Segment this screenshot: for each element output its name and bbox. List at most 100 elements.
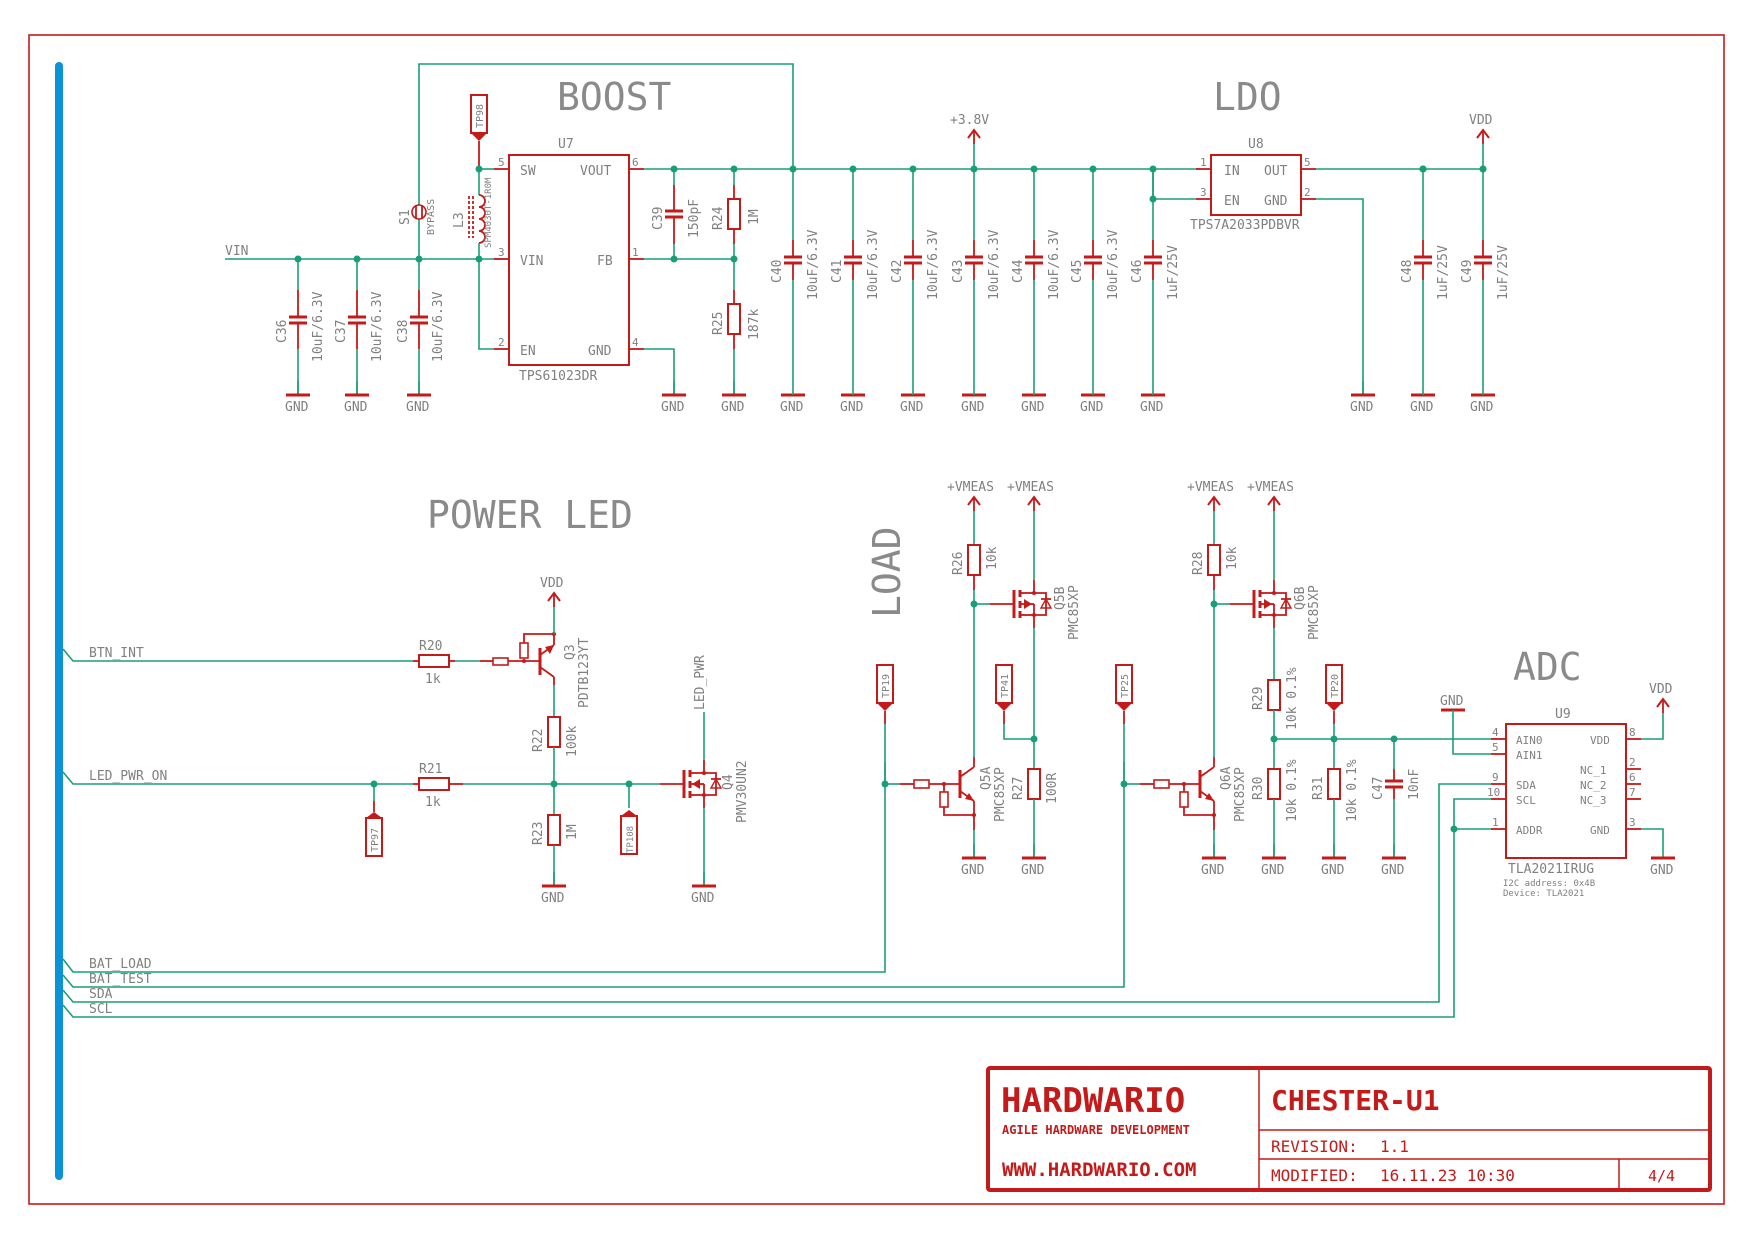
- component-value: 10uF/6.3V: [1106, 229, 1121, 300]
- section-title-ldo: LDO: [1213, 75, 1282, 119]
- test-point-tp97[interactable]: TP97: [365, 784, 383, 857]
- component-value: 1uF/25V: [1436, 245, 1451, 300]
- svg-text:PMC85XP: PMC85XP: [1307, 585, 1322, 640]
- svg-text:1M: 1M: [565, 824, 580, 840]
- resistor-r25: R25 187k: [711, 259, 762, 395]
- gnd-label: GND: [661, 400, 685, 415]
- svg-text:R23: R23: [531, 822, 546, 845]
- capacitor-c47: C47 10nF: [1371, 739, 1422, 858]
- svg-text:U8: U8: [1248, 137, 1264, 152]
- svg-text:10k: 10k: [985, 546, 1000, 570]
- resistor-r28: R28 10k: [1191, 511, 1240, 590]
- bus-label-scl: SCL: [89, 1002, 113, 1017]
- gnd-label: GND: [1021, 863, 1045, 878]
- component-ref: C41: [830, 260, 845, 283]
- gnd-label: GND: [285, 400, 309, 415]
- svg-text:R25: R25: [711, 312, 726, 335]
- svg-text:TP41: TP41: [1000, 674, 1011, 698]
- net-label-vmeas: +VMEAS: [947, 480, 994, 495]
- net-label-vdd: VDD: [540, 576, 564, 591]
- ic-u9: U9 AIN0 AIN1 SDA SCL ADDR VDD NC_1 NC_2 …: [1487, 707, 1641, 899]
- test-point-tp108[interactable]: TP108: [620, 784, 638, 855]
- capacitor-c36: C36 10uF/6.3V: [275, 259, 326, 395]
- svg-text:1: 1: [1200, 156, 1207, 169]
- svg-text:6: 6: [1629, 771, 1636, 784]
- svg-text:1M: 1M: [747, 209, 762, 225]
- svg-text:Q5B: Q5B: [1053, 586, 1068, 610]
- svg-text:5: 5: [1304, 156, 1311, 169]
- resistor-r29: R29 10k 0.1%: [1251, 628, 1300, 739]
- adc-note-device: Device: TLA2021: [1503, 889, 1584, 899]
- svg-text:U9: U9: [1555, 707, 1571, 722]
- svg-text:EN: EN: [520, 344, 536, 359]
- test-point-tp20[interactable]: TP20: [1325, 664, 1343, 739]
- net-label-vdd: VDD: [1649, 682, 1673, 697]
- svg-text:R22: R22: [531, 729, 546, 752]
- sheet-frame: [28, 34, 1725, 1205]
- test-point-tp98[interactable]: TP98: [470, 94, 488, 170]
- svg-text:SDA: SDA: [1516, 779, 1536, 792]
- svg-text:VDD: VDD: [1590, 734, 1610, 747]
- svg-text:R21: R21: [419, 762, 442, 777]
- svg-text:1: 1: [632, 246, 639, 259]
- component-ref: C46: [1130, 260, 1145, 283]
- svg-text:PDTB123YT: PDTB123YT: [577, 637, 592, 708]
- bus-label-led-pwr-on: LED_PWR_ON: [89, 769, 167, 784]
- svg-text:Q6A: Q6A: [1219, 766, 1234, 790]
- svg-text:C39: C39: [651, 207, 666, 230]
- svg-text:10uF/6.3V: 10uF/6.3V: [431, 291, 446, 362]
- gnd-label: GND: [1080, 400, 1104, 415]
- svg-text:Q6B: Q6B: [1293, 586, 1308, 610]
- sheet-number: 4/4: [1648, 1167, 1675, 1185]
- svg-text:R27: R27: [1011, 777, 1026, 800]
- gnd-label: GND: [406, 400, 430, 415]
- svg-text:NC_2: NC_2: [1580, 779, 1607, 792]
- resistor-r27: R27 100R: [1011, 739, 1060, 858]
- svg-text:R24: R24: [711, 206, 726, 230]
- section-title-power-led: POWER LED: [427, 493, 633, 537]
- gnd-label: GND: [1650, 863, 1674, 878]
- capacitor-c37: C37 10uF/6.3V: [334, 259, 385, 395]
- test-point-tp19[interactable]: TP19: [876, 664, 894, 784]
- net-label-vmeas: +VMEAS: [1007, 480, 1054, 495]
- bus-label-bat-test: BAT_TEST: [89, 972, 152, 987]
- svg-text:Q4: Q4: [721, 774, 736, 790]
- gnd-label: GND: [1201, 863, 1225, 878]
- component-ref: C44: [1011, 259, 1026, 283]
- test-point-tp41[interactable]: TP41: [995, 664, 1034, 740]
- svg-text:BYPASS: BYPASS: [426, 199, 437, 235]
- svg-text:Q5A: Q5A: [979, 766, 994, 790]
- svg-text:5: 5: [498, 156, 505, 169]
- gnd-label: GND: [541, 891, 565, 906]
- svg-text:FB: FB: [597, 254, 613, 269]
- transistor-q5a: Q5A PMC85XP: [885, 757, 1008, 830]
- net-label-vmeas: +VMEAS: [1247, 480, 1294, 495]
- svg-text:PMC85XP: PMC85XP: [1067, 585, 1082, 640]
- svg-text:R26: R26: [951, 552, 966, 575]
- component-ref: C49: [1460, 260, 1475, 283]
- section-title-load: LOAD: [865, 526, 909, 618]
- svg-text:Q3: Q3: [563, 644, 578, 660]
- svg-text:IN: IN: [1224, 164, 1240, 179]
- svg-text:EN: EN: [1224, 194, 1240, 209]
- bus-label-btn-int: BTN_INT: [89, 646, 144, 661]
- svg-text:TP20: TP20: [1330, 674, 1341, 698]
- component-value: 10uF/6.3V: [1047, 229, 1062, 300]
- svg-text:5: 5: [1492, 741, 1499, 754]
- test-point-tp25[interactable]: TP25: [1115, 664, 1133, 784]
- svg-text:C38: C38: [396, 320, 411, 343]
- svg-text:SPM4030T-1R0M: SPM4030T-1R0M: [484, 177, 494, 248]
- svg-text:TPS7A2033PDBVR: TPS7A2033PDBVR: [1190, 218, 1300, 233]
- company-website[interactable]: WWW.HARDWARIO.COM: [1002, 1159, 1196, 1181]
- modified-value: 16.11.23 10:30: [1380, 1166, 1515, 1185]
- svg-text:L3: L3: [452, 212, 467, 228]
- component-value: 1uF/25V: [1496, 245, 1511, 300]
- svg-text:3: 3: [498, 246, 505, 259]
- svg-text:PMC85XP: PMC85XP: [1233, 767, 1248, 822]
